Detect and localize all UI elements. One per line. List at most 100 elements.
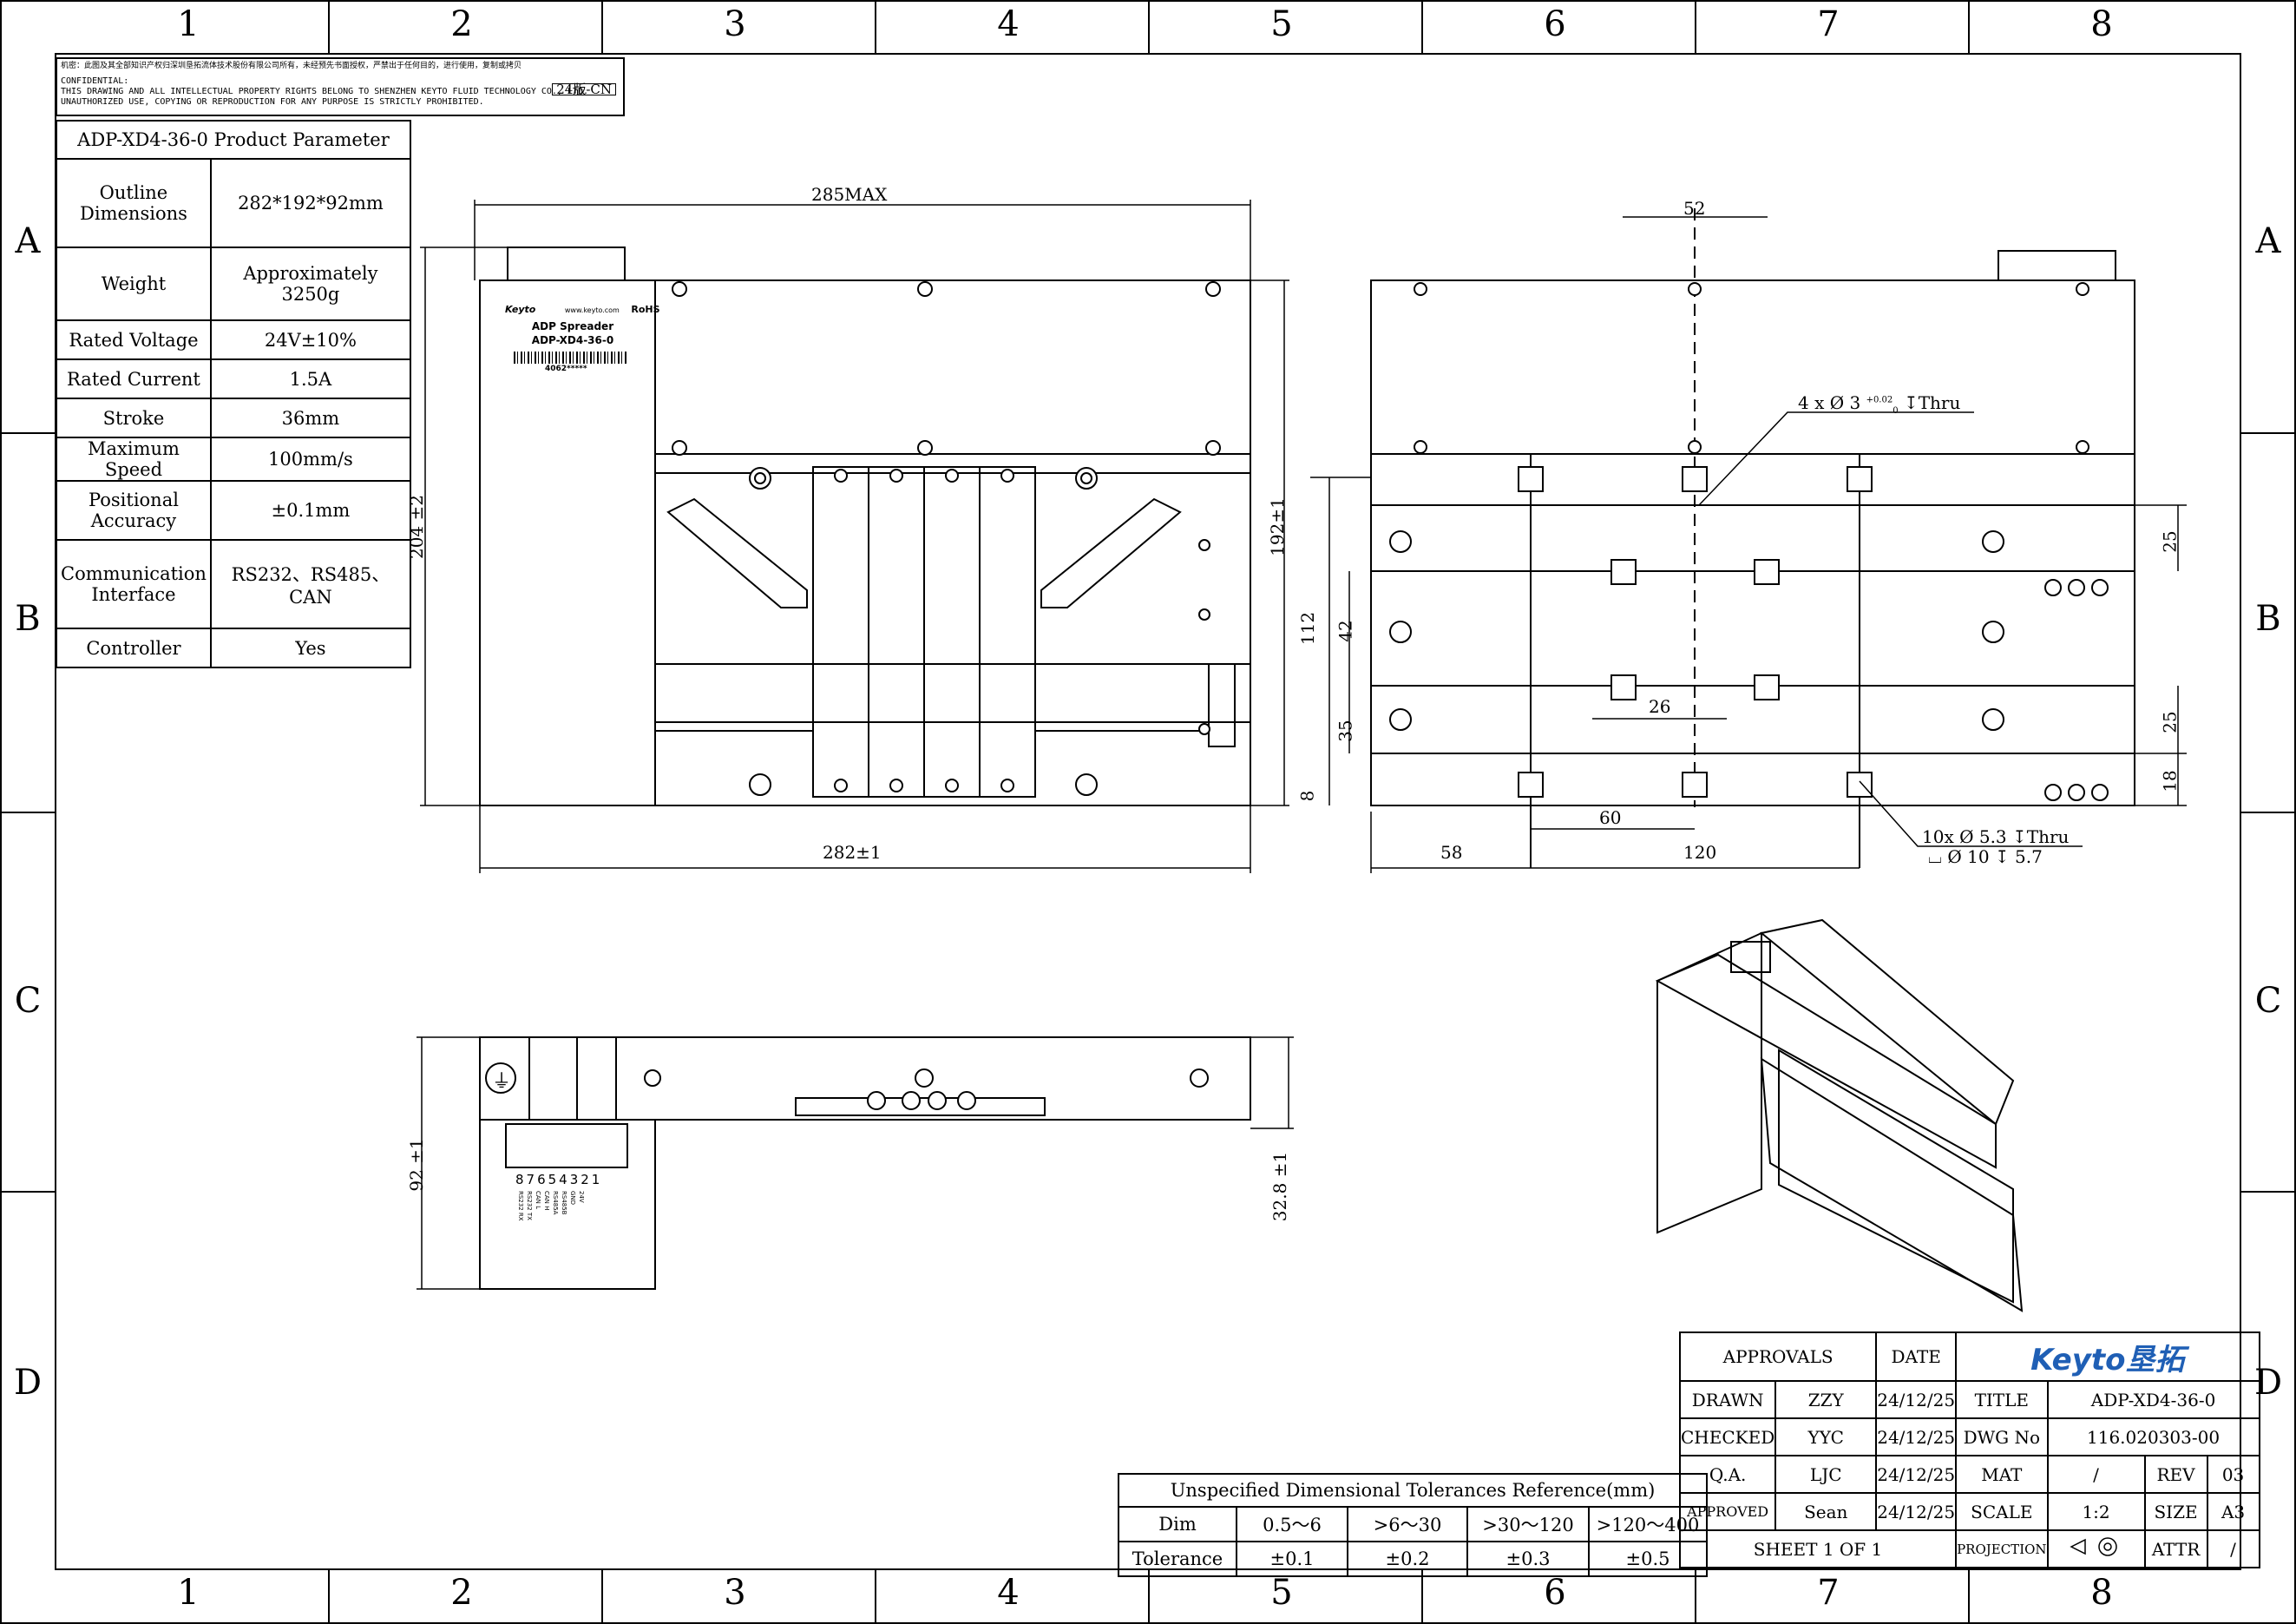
param-value: 36mm	[209, 398, 411, 438]
side-dimensions	[1310, 216, 2187, 873]
callout-mount-holes-2: ⌴ Ø 10 ↧ 5.7	[1928, 846, 2043, 867]
date-approved: 24/12/25	[1875, 1492, 1958, 1531]
confidentiality-notice: 机密：此图及其全部知识产权归深圳垦拓流体技术股份有限公司所有，未经预先书面授权，…	[56, 57, 625, 116]
date-header: DATE	[1875, 1331, 1958, 1382]
scale-value: 1:2	[2046, 1492, 2146, 1531]
zone-row-c: C	[14, 981, 42, 1021]
side-holes	[1389, 282, 2109, 801]
title-label: TITLE	[1955, 1380, 2049, 1419]
zone-col-4-bottom: 4	[997, 1573, 1020, 1613]
zone-col-8: 8	[2090, 4, 2113, 44]
dwg-value: 116.020303-00	[2046, 1417, 2260, 1456]
param-label: Maximum Speed	[56, 437, 212, 482]
param-value: 282*192*92mm	[209, 158, 411, 248]
zone-col-6-bottom: 6	[1544, 1573, 1566, 1613]
size-value: A3	[2206, 1492, 2260, 1531]
pin-label: RS232 TX	[526, 1191, 533, 1220]
rev-label: REV	[2143, 1455, 2208, 1494]
side-view	[1370, 208, 2135, 868]
attr-value: /	[2206, 1529, 2260, 1568]
sheet-info: SHEET 1 OF 1	[1678, 1529, 1958, 1568]
confidential-en-1: CONFIDENTIAL:	[61, 76, 129, 86]
label-brand: Keyto	[505, 304, 536, 315]
dim-192: 192±1	[1267, 497, 1288, 556]
top-holes	[644, 1068, 1209, 1110]
param-value: 1.5A	[209, 358, 411, 399]
callout-dowel-holes: 4 x Ø 3 +0.020 ↧Thru	[1798, 392, 1960, 416]
pin-label: RS232 RX	[517, 1191, 524, 1221]
front-view	[479, 247, 1251, 806]
product-parameter-table: ADP-XD4-36-0 Product Parameter Outline D…	[56, 120, 411, 668]
title-value: ADP-XD4-36-0	[2046, 1380, 2260, 1419]
zone-col-5: 5	[1270, 4, 1293, 44]
attr-label: ATTR	[2143, 1529, 2208, 1568]
pin-label: RS485B	[561, 1191, 567, 1215]
dim-282: 282±1	[823, 842, 882, 863]
size-label: SIZE	[2143, 1492, 2208, 1531]
zone-col-2-bottom: 2	[450, 1573, 473, 1613]
parameter-table-title: ADP-XD4-36-0 Product Parameter	[56, 120, 411, 160]
tol-header: >30～120	[1466, 1506, 1590, 1542]
param-label: Stroke	[56, 398, 212, 438]
tol-header: Dim	[1118, 1506, 1237, 1542]
param-label: Rated Voltage	[56, 319, 212, 360]
company-logo: Keyto垦拓	[1955, 1331, 2260, 1382]
pin-label: RS485A	[552, 1191, 559, 1215]
label-serial: 4062*****	[545, 365, 587, 373]
label-name: ADP Spreader	[531, 320, 614, 332]
front-screws	[672, 281, 1221, 796]
confidential-en-2: THIS DRAWING AND ALL INTELLECTUAL PROPER…	[61, 87, 589, 96]
pin-label: 24V	[578, 1191, 585, 1203]
zone-col-1-bottom: 1	[177, 1573, 200, 1613]
name-drawn: ZZY	[1774, 1380, 1878, 1419]
dim-35: 35	[1335, 720, 1356, 742]
zone-row-a: A	[15, 221, 41, 261]
zone-col-3-bottom: 3	[724, 1573, 746, 1613]
date-checked: 24/12/25	[1875, 1417, 1958, 1456]
mat-value: /	[2046, 1455, 2146, 1494]
label-web: www.keyto.com	[564, 306, 620, 314]
callout-mount-holes-1: 10x Ø 5.3 ↧Thru	[1922, 826, 2070, 847]
dim-25-upper: 25	[2159, 530, 2181, 553]
param-label: Communication Interface	[56, 539, 212, 629]
dim-204: 204 ±2	[406, 495, 427, 560]
zone-col-7: 7	[1817, 4, 1840, 44]
dim-60: 60	[1599, 807, 1622, 828]
zone-row-b-right: B	[2255, 599, 2281, 639]
rev-value: 03	[2206, 1455, 2260, 1494]
date-drawn: 24/12/25	[1875, 1380, 1958, 1419]
date-qa: 24/12/25	[1875, 1455, 1958, 1494]
zone-col-3: 3	[724, 4, 746, 44]
zone-col-5-bottom: 5	[1270, 1573, 1293, 1613]
dim-25-lower: 25	[2159, 711, 2181, 733]
dim-58: 58	[1440, 842, 1463, 863]
param-label: Positional Accuracy	[56, 480, 212, 541]
name-approved: Sean	[1774, 1492, 1878, 1531]
version-badge: 24版-CN	[552, 83, 616, 96]
confidential-en-3: UNAUTHORIZED USE, COPYING OR REPRODUCTIO…	[61, 97, 484, 107]
projection-label: PROJECTION	[1955, 1529, 2049, 1568]
zone-col-8-bottom: 8	[2090, 1573, 2113, 1613]
pin-label: CAN H	[543, 1191, 550, 1211]
pin-legend: RS232 RX RS232 TX CAN L CAN H RS485A RS4…	[517, 1191, 585, 1234]
logo-en: Keyto	[2030, 1342, 2126, 1377]
dwg-label: DWG No	[1955, 1417, 2049, 1456]
zone-row-b: B	[15, 599, 41, 639]
callout-thru-lower-tol: 0	[1893, 406, 1899, 416]
dim-42: 42	[1335, 620, 1356, 642]
dim-285max: 285MAX	[811, 184, 888, 205]
tol-cell: ±0.1	[1236, 1541, 1348, 1577]
projection-symbol-icon	[2046, 1529, 2146, 1568]
zone-col-4: 4	[997, 4, 1020, 44]
role-drawn: DRAWN	[1678, 1380, 1777, 1419]
pin-numbers: 87654321	[515, 1172, 603, 1187]
dim-92: 92 ±1	[406, 1138, 427, 1192]
dim-8: 8	[1296, 790, 1318, 802]
param-value: 100mm/s	[209, 437, 411, 482]
tol-header: 0.5～6	[1236, 1506, 1348, 1542]
name-qa: LJC	[1774, 1455, 1878, 1494]
zone-col-7-bottom: 7	[1817, 1573, 1840, 1613]
logo-cn: 垦拓	[2125, 1342, 2185, 1377]
ground-icon: ⏚	[492, 1071, 512, 1093]
tol-cell: Tolerance	[1118, 1541, 1237, 1577]
